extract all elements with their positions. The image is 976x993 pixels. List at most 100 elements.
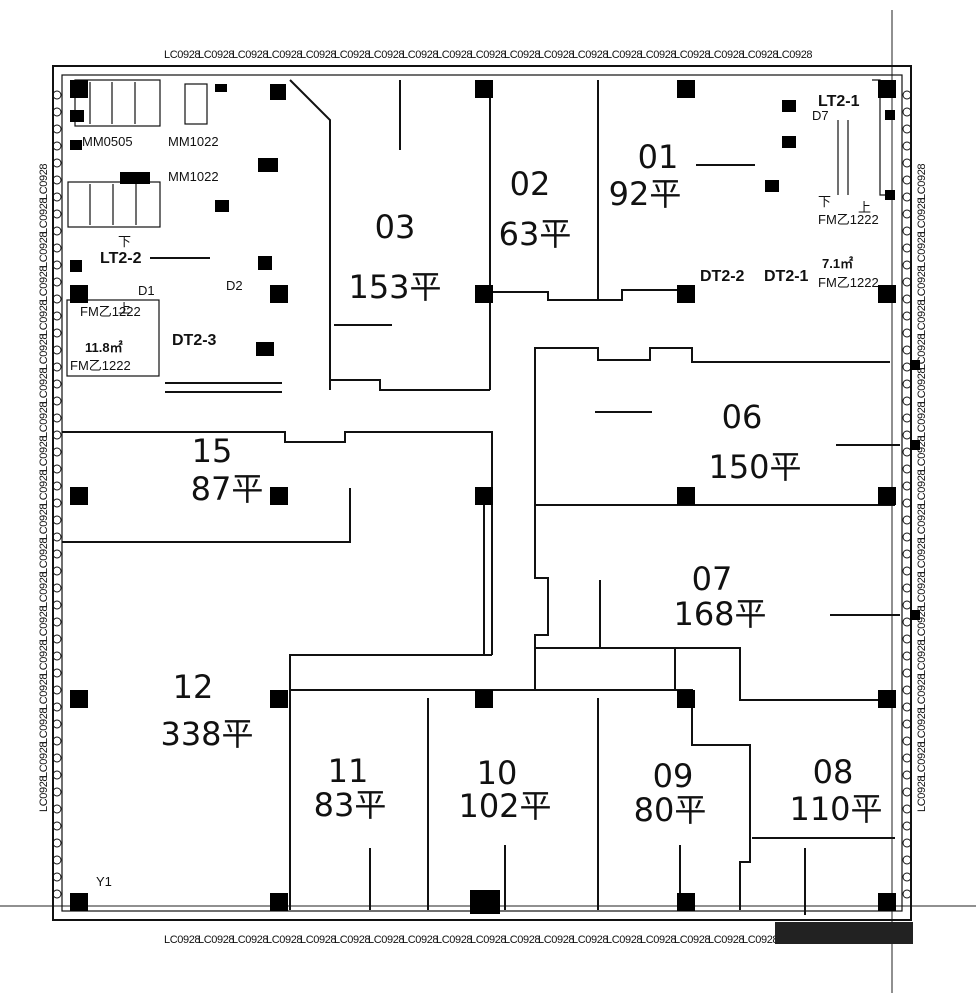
- mullion-mark: [902, 209, 912, 219]
- mullion-mark: [52, 481, 62, 491]
- door-label-mm1022-a: MM1022: [168, 134, 219, 149]
- mullion-mark: [902, 889, 912, 899]
- mullion-mark: [902, 481, 912, 491]
- annotations: MM0505 MM1022 MM1022 FM乙1222 FM乙1222 FM乙…: [70, 93, 879, 889]
- mullion-mark: [902, 413, 912, 423]
- mullion-mark: [52, 379, 62, 389]
- room-area-08: 110平: [789, 790, 882, 828]
- room-number-08: 08: [813, 753, 854, 791]
- window-label: LC0928: [916, 470, 928, 506]
- mullion-mark: [902, 838, 912, 848]
- room-number-12: 12: [173, 668, 214, 706]
- window-label: LC0928: [470, 934, 506, 946]
- mullion-mark: [52, 447, 62, 457]
- mullion-mark: [52, 736, 62, 746]
- window-label: LC0928: [402, 49, 438, 61]
- window-label: LC0928: [38, 198, 50, 234]
- mullion-mark: [52, 583, 62, 593]
- mullion-mark: [902, 498, 912, 508]
- mullion-mark: [902, 787, 912, 797]
- window-label: LC0928: [368, 49, 404, 61]
- window-label: LC0928: [572, 49, 608, 61]
- window-label: LC0928: [776, 49, 812, 61]
- mullion-mark: [52, 464, 62, 474]
- window-label: LC0928: [436, 49, 472, 61]
- mullion-mark: [52, 124, 62, 134]
- mullion-mark: [902, 855, 912, 865]
- mullion-mark: [52, 702, 62, 712]
- mullion-mark: [902, 124, 912, 134]
- window-label: LC0928: [916, 538, 928, 574]
- mullion-mark: [52, 685, 62, 695]
- mullion-mark: [902, 872, 912, 882]
- mullion-mark: [52, 158, 62, 168]
- mullion-mark: [52, 821, 62, 831]
- label-y1: Y1: [96, 874, 112, 889]
- mullion-mark: [902, 345, 912, 355]
- mullion-mark: [902, 396, 912, 406]
- window-label: LC0928: [436, 934, 472, 946]
- room-area-02: 63平: [499, 215, 572, 253]
- mullion-mark: [52, 872, 62, 882]
- mullion-mark: [902, 175, 912, 185]
- window-label: LC0928: [38, 368, 50, 404]
- mullion-mark: [52, 549, 62, 559]
- mullion-mark: [902, 804, 912, 814]
- window-label: LC0928: [538, 49, 574, 61]
- window-strip-right: LC0928LC0928LC0928LC0928LC0928LC0928LC09…: [916, 164, 928, 812]
- outer-wall: [52, 65, 912, 921]
- mullion-mark: [902, 617, 912, 627]
- window-label: LC0928: [504, 934, 540, 946]
- window-label: LC0928: [470, 49, 506, 61]
- mullion-mark: [52, 141, 62, 151]
- room-number-01: 01: [638, 138, 679, 176]
- window-label: LC0928: [38, 674, 50, 710]
- mullion-mark: [52, 651, 62, 661]
- mullion-mark: [52, 175, 62, 185]
- window-label: LC0928: [640, 934, 676, 946]
- window-label: LC0928: [916, 674, 928, 710]
- mullion-mark: [902, 634, 912, 644]
- mullion-mark: [52, 855, 62, 865]
- room-area-12: 338平: [160, 715, 253, 753]
- mullion-mark: [902, 515, 912, 525]
- room-labels: 01 92平 02 63平 03 153平 06 150平 07 168平 08…: [160, 138, 882, 829]
- window-label: LC0928: [300, 49, 336, 61]
- window-label: LC0928: [334, 934, 370, 946]
- window-label: LC0928: [300, 934, 336, 946]
- room-area-10: 102平: [458, 787, 551, 825]
- window-label: LC0928: [232, 934, 268, 946]
- window-label: LC0928: [916, 266, 928, 302]
- mullion-mark: [902, 362, 912, 372]
- mullion-mark: [902, 107, 912, 117]
- mullion-mark: [902, 668, 912, 678]
- mullion-mark: [902, 583, 912, 593]
- window-label: LC0928: [916, 708, 928, 744]
- window-label: LC0928: [164, 934, 200, 946]
- mullion-mark: [52, 277, 62, 287]
- mullion-mark: [902, 294, 912, 304]
- mullion-mark: [902, 770, 912, 780]
- door-label-mm1022-b: MM1022: [168, 169, 219, 184]
- mullion-mark: [52, 362, 62, 372]
- room-number-15: 15: [192, 432, 233, 470]
- window-label: LC0928: [916, 198, 928, 234]
- mullion-mark: [52, 600, 62, 610]
- room-area-11: 83平: [314, 786, 387, 824]
- window-label: LC0928: [572, 934, 608, 946]
- mullion-mark: [52, 90, 62, 100]
- window-label: LC0928: [708, 934, 744, 946]
- mullion-mark: [902, 651, 912, 661]
- window-label: LC0928: [504, 49, 540, 61]
- label-down-b: 下: [818, 194, 831, 209]
- room-area-03: 153平: [348, 268, 441, 306]
- label-d1: D1: [138, 283, 155, 298]
- mullion-mark: [52, 498, 62, 508]
- window-label: LC0928: [916, 300, 928, 336]
- window-label: LC0928: [232, 49, 268, 61]
- mullion-mark: [52, 413, 62, 423]
- label-down-a: 下: [118, 234, 131, 249]
- mullion-mark: [902, 158, 912, 168]
- window-label: LC0928: [916, 742, 928, 778]
